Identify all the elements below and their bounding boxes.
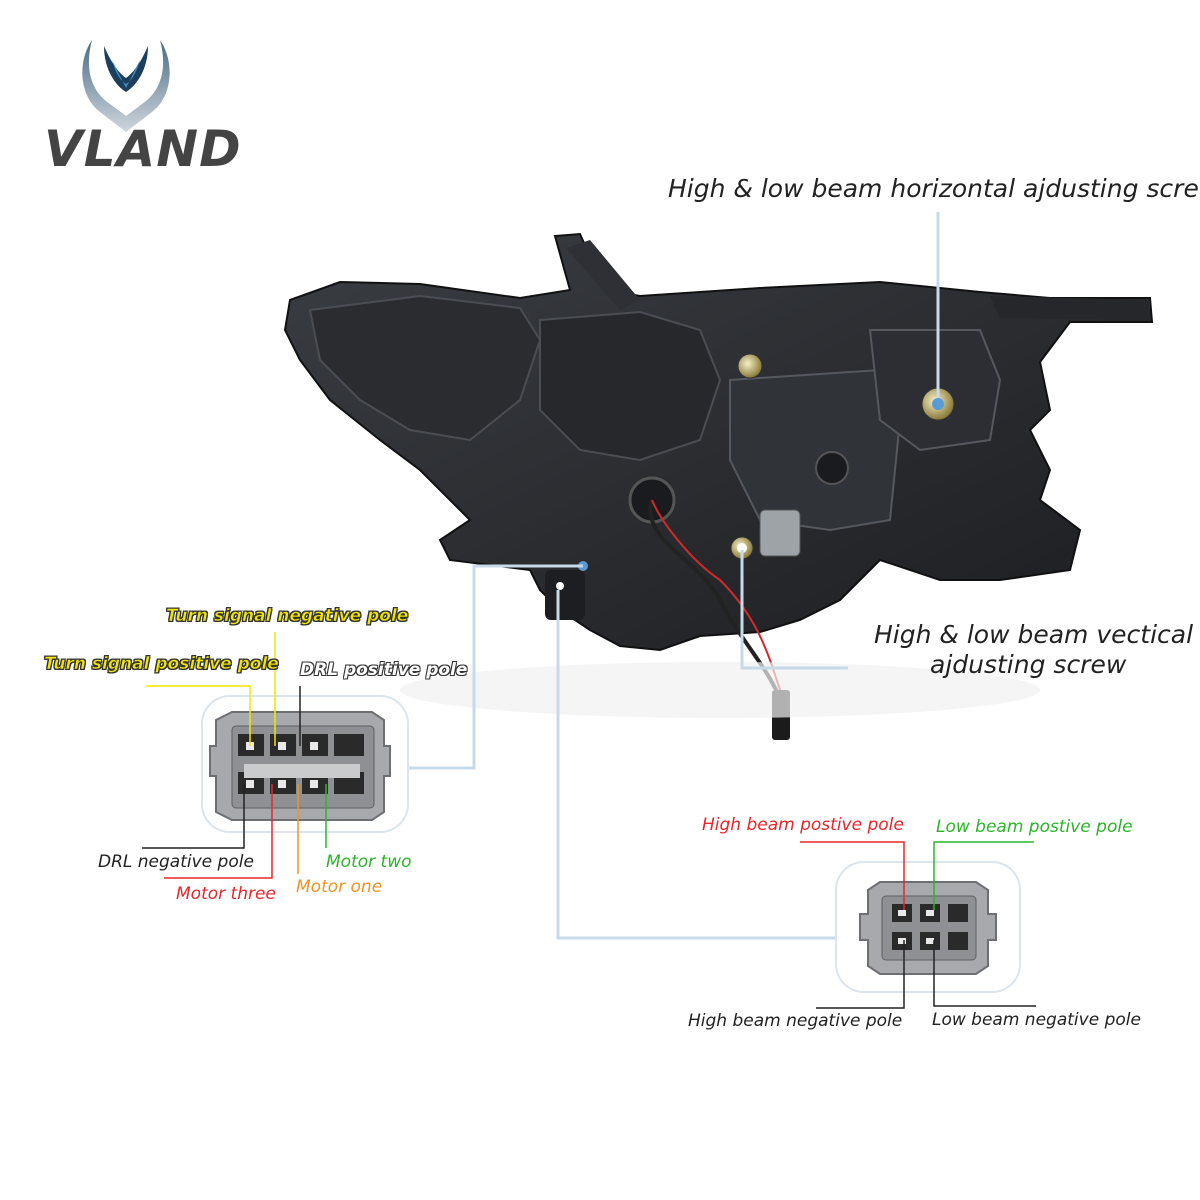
left-connector (201, 695, 409, 833)
logo-emblem (82, 40, 170, 132)
label-low-beam-positive: Low beam postive pole (936, 817, 1133, 837)
label-vertical-screw-line2: ajdusting screw (930, 650, 1127, 679)
label-high-beam-negative: High beam negative pole (688, 1011, 903, 1031)
label-motor-two: Motor two (326, 852, 412, 872)
label-drl-negative: DRL negative pole (98, 852, 254, 872)
left-leader-lines (142, 632, 327, 879)
vland-logo (82, 40, 170, 132)
callout-vertical-screw (740, 550, 848, 670)
right-leader-lines (800, 841, 1036, 1009)
callout-left-connector (386, 564, 583, 770)
leader-high-beam-negative (816, 940, 905, 1009)
label-horizontal-screw: High & low beam horizontal ajdusting scr… (668, 174, 1200, 203)
right-connector (835, 861, 1021, 993)
headlight-assembly (283, 232, 1154, 740)
label-motor-one: Motor one (296, 877, 383, 897)
leader-high-beam-positive (800, 841, 905, 910)
label-turn-signal-negative: Turn signal negative pole (166, 606, 409, 627)
label-motor-three: Motor three (176, 884, 276, 904)
leader-low-beam-negative (933, 940, 1036, 1007)
brand-wordmark: VLAND (44, 120, 242, 178)
leader-drl-negative (142, 784, 245, 849)
label-low-beam-negative: Low beam negative pole (932, 1010, 1141, 1030)
leader-low-beam-positive (933, 841, 1034, 910)
leader-motor-three (164, 784, 273, 879)
label-vertical-screw-line1: High & low beam vectical (874, 620, 1194, 649)
leader-turn-positive (146, 685, 251, 746)
callout-right-connector (556, 590, 838, 940)
label-high-beam-positive: High beam postive pole (702, 815, 904, 835)
callout-lines (386, 212, 940, 940)
label-drl-positive: DRL positive pole (300, 660, 468, 680)
label-turn-signal-positive: Turn signal positive pole (44, 654, 279, 675)
